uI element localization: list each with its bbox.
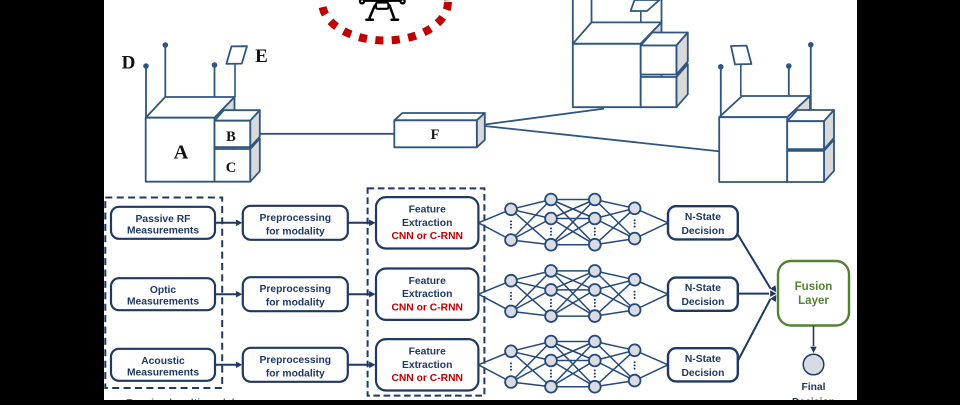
svg-text:Layer: Layer <box>798 295 829 307</box>
svg-text:N-State: N-State <box>685 354 721 365</box>
svg-text:Measurements: Measurements <box>127 367 199 378</box>
svg-text:CNN or C-RNN: CNN or C-RNN <box>391 373 463 384</box>
svg-text:Extraction: Extraction <box>402 360 452 371</box>
svg-text:Preprocessing: Preprocessing <box>260 213 332 224</box>
svg-text:Feature: Feature <box>409 276 446 287</box>
svg-text:for modality: for modality <box>266 368 325 379</box>
svg-text:for modality: for modality <box>266 226 325 237</box>
svg-text:Optic: Optic <box>150 285 177 296</box>
svg-text:B: B <box>226 129 236 145</box>
svg-text:Final: Final <box>801 382 825 393</box>
svg-text:for modality: for modality <box>266 298 325 309</box>
svg-text:C: C <box>226 160 236 176</box>
svg-text:N-State: N-State <box>685 283 721 294</box>
svg-text:Fusion: Fusion <box>795 281 833 293</box>
svg-text:CNN or C-RNN: CNN or C-RNN <box>391 231 463 242</box>
svg-text:F: F <box>431 127 440 143</box>
svg-text:Decision: Decision <box>681 368 724 379</box>
svg-text:Measurements: Measurements <box>127 297 199 308</box>
svg-text:N-State: N-State <box>685 212 721 223</box>
svg-text:Feature: Feature <box>409 347 446 358</box>
svg-text:Decision: Decision <box>681 297 724 308</box>
svg-text:Extraction: Extraction <box>402 289 452 300</box>
svg-text:Feature: Feature <box>409 205 446 216</box>
svg-text:Acoustic: Acoustic <box>141 356 185 367</box>
svg-text:Preprocessing: Preprocessing <box>260 284 332 295</box>
svg-text:Decision: Decision <box>681 226 724 237</box>
svg-text:E: E <box>255 46 268 67</box>
svg-text:CNN or C-RNN: CNN or C-RNN <box>391 303 463 314</box>
svg-text:Passive RF: Passive RF <box>136 214 191 225</box>
svg-text:Extraction: Extraction <box>402 218 452 229</box>
svg-text:A: A <box>174 142 189 164</box>
svg-text:Preprocessing: Preprocessing <box>260 355 332 366</box>
svg-text:Measurements: Measurements <box>127 225 199 236</box>
svg-text:D: D <box>122 53 136 74</box>
